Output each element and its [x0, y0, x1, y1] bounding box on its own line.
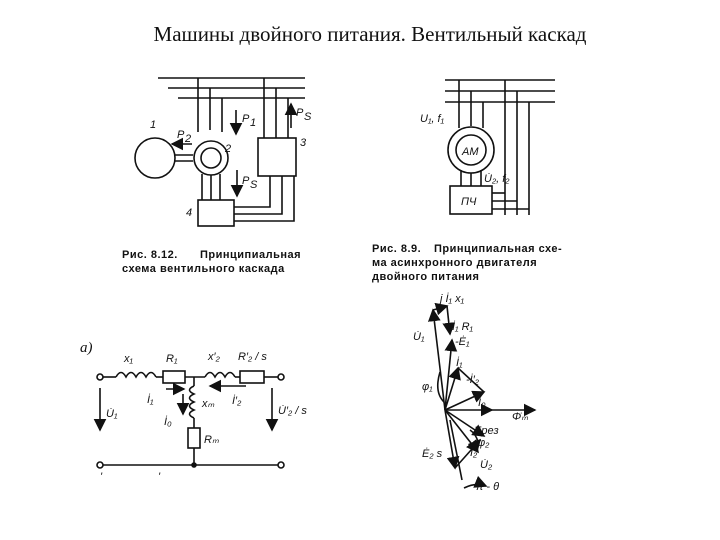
label-x2: x′₂ [207, 351, 221, 363]
label-jix1: j İ₁ x₁ [438, 293, 465, 305]
inductor-xm [188, 385, 196, 419]
label-p1-sub: 1 [250, 117, 256, 129]
tick-mark: ' [158, 471, 161, 483]
fig-equivalent-circuit [93, 370, 285, 469]
caption-fig1-line1: Принципиальная [200, 249, 301, 261]
label-phi2: φ₂ [478, 437, 490, 449]
label-ps-lower-sub: S [250, 179, 258, 191]
fig-cascade-labels: 1 2 3 4 P 1 P 2 P S P S Рис. 8.12. Принц… [122, 107, 312, 275]
phasor-i2 [444, 409, 486, 437]
label-me1: -Ė₁ [455, 336, 470, 348]
machine-2 [193, 140, 229, 176]
phasor-e2s [444, 409, 460, 470]
page-title: Машины двойного питания. Вентильный каск… [153, 22, 587, 46]
label-mi2: -İ′₂ [466, 374, 480, 386]
label-x1: x₁ [123, 353, 134, 365]
angle-phi1 [436, 371, 445, 403]
caption-fig2-line3: двойного питания [372, 271, 479, 283]
label-u2s: U̇′₂ / s [278, 404, 307, 417]
fig-cascade [134, 77, 305, 227]
label-a: а) [80, 340, 93, 356]
label-pch: ПЧ [461, 196, 477, 208]
caption-fig2-num: Рис. 8.9. [372, 243, 421, 255]
label-u2-phasor: U̇₂ [480, 458, 493, 471]
converter-3 [257, 137, 297, 177]
label-phi1: φ₁ [422, 381, 433, 393]
machine-1 [134, 137, 176, 179]
label-am: АМ [461, 146, 479, 158]
resistor-r2s [239, 370, 265, 384]
phasor-jix1 [432, 302, 449, 316]
label-p2-sub: 2 [184, 133, 191, 145]
resistor-rm [187, 427, 201, 449]
phasor-ir1 [442, 305, 456, 336]
label-ps-upper-sub: S [304, 111, 312, 123]
label-phim: Φ̇ₘ [512, 411, 528, 423]
label-u2f2: U̇₂, f₂ [484, 172, 510, 185]
label-1: 1 [150, 119, 156, 131]
label-i0-phasor: İ₀ [478, 397, 486, 409]
label-r2s: R′₂ / s [238, 351, 267, 363]
fig-dfim [445, 79, 555, 215]
caption-fig1-num: Рис. 8.12. [122, 249, 178, 261]
fig-phasor-diagram [427, 302, 537, 489]
label-ps-upper: P [296, 107, 304, 119]
phasor-i1 [444, 366, 461, 411]
frequency-converter [449, 185, 493, 215]
tick-mark: ' [100, 471, 103, 483]
fig-equivalent-circuit-labels: а) x₁ R₁ x′₂ R′₂ / s İ₁ İ′₂ xₘ Rₘ İ₀ U̇₁… [80, 340, 307, 483]
angle-phi2 [469, 429, 479, 443]
label-e2s: Ė₂ s [422, 448, 443, 460]
resistor-r1 [162, 370, 186, 384]
caption-fig1-line2: схема вентильного каскада [122, 263, 285, 275]
inductor-x1 [115, 371, 157, 379]
phasor-u1 [427, 308, 446, 411]
label-angle: π - θ [476, 481, 499, 493]
label-rm: Rₘ [204, 434, 219, 446]
label-ir1: İ₁ R₁ [452, 321, 474, 333]
label-ps-lower: P [242, 175, 250, 187]
label-4: 4 [186, 207, 192, 219]
label-i2: İ′₂ [232, 395, 242, 407]
caption-fig2-line1: Принципиальная схе- [434, 243, 562, 255]
label-2: 2 [224, 143, 231, 155]
fig-phasor-labels: j İ₁ x₁ İ₁ R₁ U̇₁ -Ė₁ İ₁ -İ′₂ φ₁ İ₀ Φ̇ₘ … [413, 293, 528, 493]
label-p1: P [242, 113, 250, 125]
label-i0: İ₀ [164, 416, 172, 428]
label-u1f1: U₁, f₁ [420, 113, 445, 125]
label-3: 3 [300, 137, 307, 149]
label-u1-phasor: U̇₁ [413, 330, 425, 343]
angle-theta [463, 475, 488, 489]
rectifier-4 [197, 199, 235, 227]
label-i1: İ₁ [147, 394, 154, 406]
phasor-u2 [444, 409, 479, 454]
inductor-x2 [204, 371, 236, 379]
label-i2-phasor: İ₂ [470, 447, 478, 459]
phasor-me1 [444, 338, 458, 411]
phasor-mi2 [444, 390, 486, 411]
label-p2: P [177, 129, 185, 141]
label-r1: R₁ [166, 353, 178, 365]
label-xm: xₘ [201, 398, 215, 410]
label-eres: Eрез [474, 425, 499, 437]
label-u1: U̇₁ [106, 407, 118, 420]
caption-fig2-line2: ма асинхронного двигателя [372, 257, 537, 269]
fig-dfim-labels: U₁, f₁ АМ U̇₂, f₂ ПЧ Рис. 8.9. Принципиа… [372, 113, 562, 283]
label-i1-phasor: İ₁ [456, 357, 463, 369]
